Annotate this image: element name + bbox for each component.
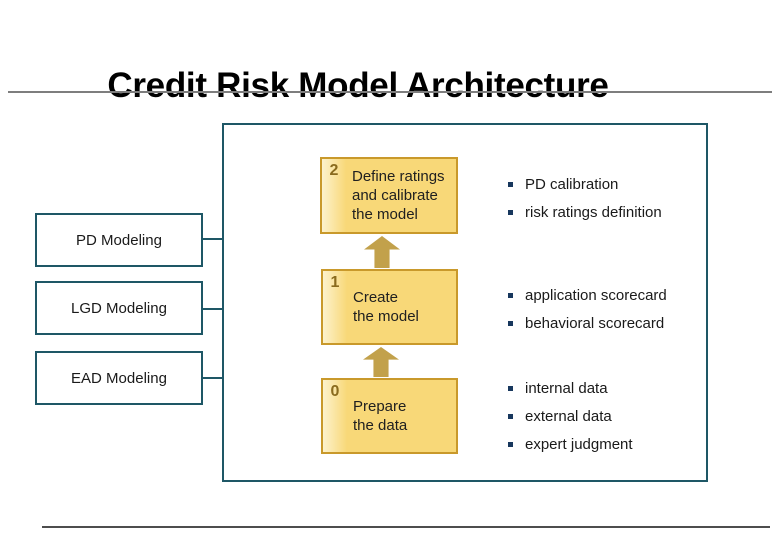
step-label-line: the model [353, 308, 419, 325]
module-box-lgd: LGD Modeling [35, 281, 203, 335]
step-label-line: the data [353, 417, 408, 434]
step-box-define-ratings: 2 Define ratings and calibrate the model [320, 157, 458, 234]
bullet-group-scorecards: application scorecard behavioral scoreca… [508, 281, 703, 337]
step-number-strip: 2 [322, 159, 346, 232]
bullet-item: expert judgment [508, 430, 703, 458]
bullet-square-icon [508, 414, 513, 419]
step-label-line: Prepare [353, 398, 407, 415]
step-label-line: the model [352, 206, 418, 223]
bullet-label: expert judgment [525, 435, 633, 453]
step-box-create-model: 1 Create the model [321, 269, 458, 345]
footer-rule [42, 526, 770, 528]
module-box-pd: PD Modeling [35, 213, 203, 267]
bullet-label: internal data [525, 379, 608, 397]
bullet-square-icon [508, 210, 513, 215]
step-label: Create the model [347, 271, 456, 343]
step-box-prepare-data: 0 Prepare the data [321, 378, 458, 454]
bullet-label: application scorecard [525, 286, 667, 304]
bullet-group-ratings: PD calibration risk ratings definition [508, 170, 703, 226]
bullet-group-data: internal data external data expert judgm… [508, 374, 703, 458]
module-label: LGD Modeling [71, 299, 167, 317]
step-label: Define ratings and calibrate the model [346, 159, 456, 232]
step-number: 0 [330, 383, 340, 400]
diagram-frame [222, 123, 708, 482]
title-underline [8, 91, 772, 93]
step-number-strip: 1 [323, 271, 347, 343]
bullet-square-icon [508, 442, 513, 447]
step-label-line: and calibrate [352, 187, 438, 204]
step-number: 1 [330, 274, 340, 291]
step-label-line: Create [353, 289, 399, 306]
bullet-square-icon [508, 321, 513, 326]
page-title: Credit Risk Model Architecture [107, 66, 609, 106]
module-label: EAD Modeling [71, 369, 167, 387]
step-label-line: Define ratings [352, 168, 445, 185]
bullet-label: risk ratings definition [525, 203, 662, 221]
connector-line-pd [202, 238, 223, 240]
module-box-ead: EAD Modeling [35, 351, 203, 405]
bullet-label: PD calibration [525, 175, 619, 193]
bullet-item: application scorecard [508, 281, 703, 309]
step-number: 2 [329, 162, 339, 179]
bullet-item: PD calibration [508, 170, 703, 198]
bullet-item: external data [508, 402, 703, 430]
bullet-square-icon [508, 293, 513, 298]
connector-line-lgd [202, 308, 223, 310]
bullet-square-icon [508, 386, 513, 391]
bullet-item: risk ratings definition [508, 198, 703, 226]
step-label: Prepare the data [347, 380, 456, 452]
connector-line-ead [202, 377, 223, 379]
bullet-square-icon [508, 182, 513, 187]
bullet-label: behavioral scorecard [525, 314, 665, 332]
bullet-item: internal data [508, 374, 703, 402]
bullet-item: behavioral scorecard [508, 309, 703, 337]
bullet-label: external data [525, 407, 612, 425]
module-label: PD Modeling [76, 231, 162, 249]
step-number-strip: 0 [323, 380, 347, 452]
